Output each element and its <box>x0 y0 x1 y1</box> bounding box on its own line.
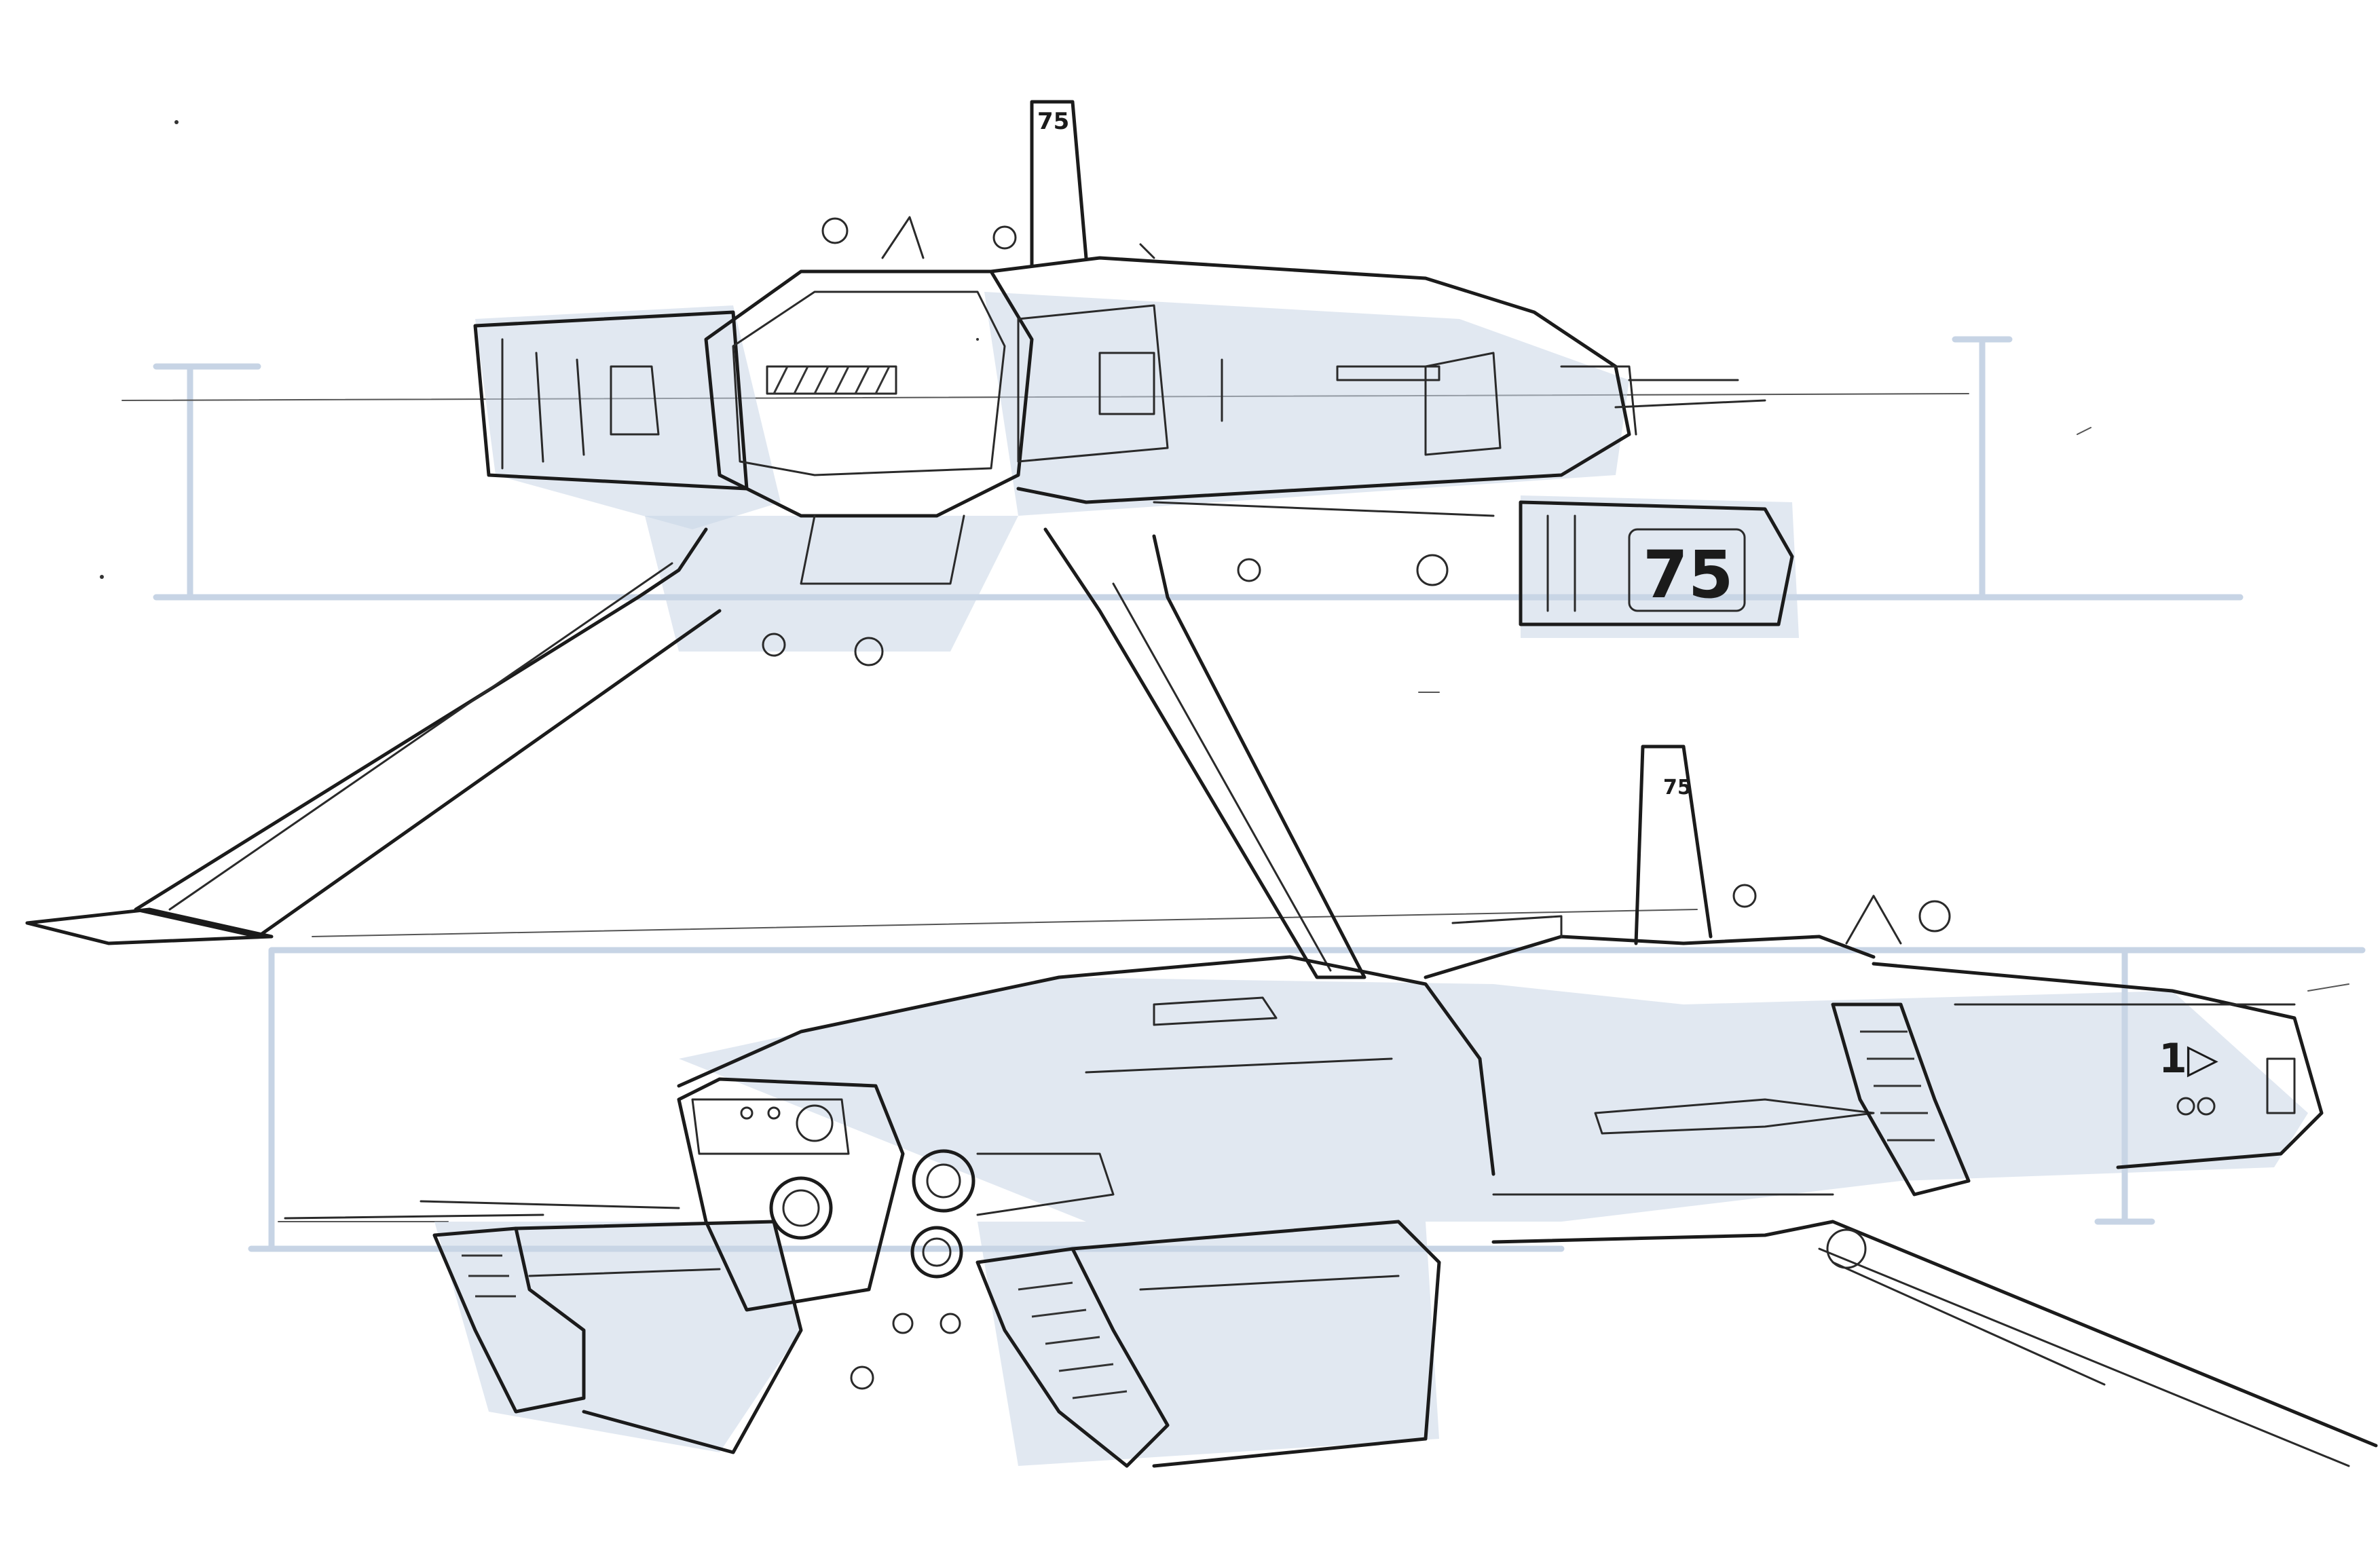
lower-fin-number: 75 <box>1663 776 1692 799</box>
lower-tail-number: 1▷ <box>2159 1035 2218 1082</box>
top-pod-number: 75 <box>1643 537 1734 613</box>
top-craft-side-view: 75 75 <box>25 100 1799 979</box>
paper-specks <box>100 120 2349 992</box>
lower-craft-perspective-view: 75 1▷ <box>284 745 2378 1468</box>
top-fin-number: 75 <box>1037 108 1069 135</box>
construction-guides <box>122 336 2366 1252</box>
